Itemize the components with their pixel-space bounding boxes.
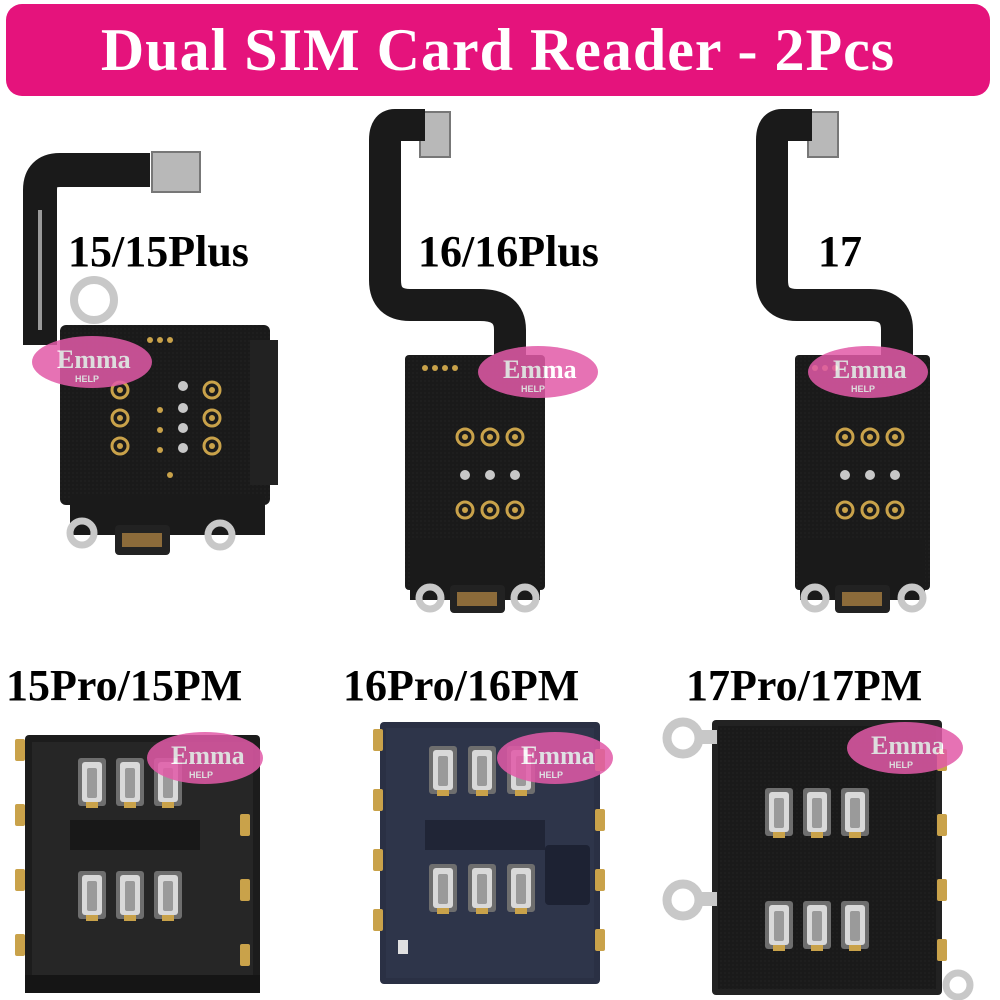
title-banner: Dual SIM Card Reader - 2Pcs xyxy=(6,4,990,96)
model-label-17: 17 xyxy=(818,227,862,276)
svg-text:HELP: HELP xyxy=(889,760,913,770)
model-label-17pro-17pm: 17Pro/17PM xyxy=(686,661,923,710)
svg-text:Emma: Emma xyxy=(503,355,577,384)
product-16-flex-reader xyxy=(369,109,545,613)
model-label-16-16plus: 16/16Plus xyxy=(418,227,599,276)
product-17-flex-reader xyxy=(756,109,930,613)
emma-watermark-logo: Emma HELP xyxy=(808,346,928,398)
model-label-16pro-16pm: 16Pro/16PM xyxy=(343,661,580,710)
svg-text:Emma: Emma xyxy=(871,731,945,760)
emma-watermark-logo: Emma HELP xyxy=(147,732,263,784)
emma-watermark-logo: Emma HELP xyxy=(497,732,613,784)
svg-text:HELP: HELP xyxy=(521,384,545,394)
model-label-15-15plus: 15/15Plus xyxy=(68,227,249,276)
emma-watermark-logo: Emma HELP xyxy=(32,336,152,388)
product-17pro-sim-socket xyxy=(662,717,974,1000)
emma-watermark-logo: Emma HELP xyxy=(478,346,598,398)
emma-watermark-logo: Emma HELP xyxy=(847,722,963,774)
model-label-15pro-15pm: 15Pro/15PM xyxy=(6,661,243,710)
svg-text:Emma: Emma xyxy=(57,345,131,374)
banner-title: Dual SIM Card Reader - 2Pcs xyxy=(100,16,896,83)
svg-text:HELP: HELP xyxy=(75,374,99,384)
svg-text:HELP: HELP xyxy=(539,770,563,780)
svg-text:Emma: Emma xyxy=(521,741,595,770)
product-15-flex-reader xyxy=(23,151,278,555)
svg-text:Emma: Emma xyxy=(833,355,907,384)
svg-text:Emma: Emma xyxy=(171,741,245,770)
svg-text:HELP: HELP xyxy=(189,770,213,780)
svg-text:HELP: HELP xyxy=(851,384,875,394)
